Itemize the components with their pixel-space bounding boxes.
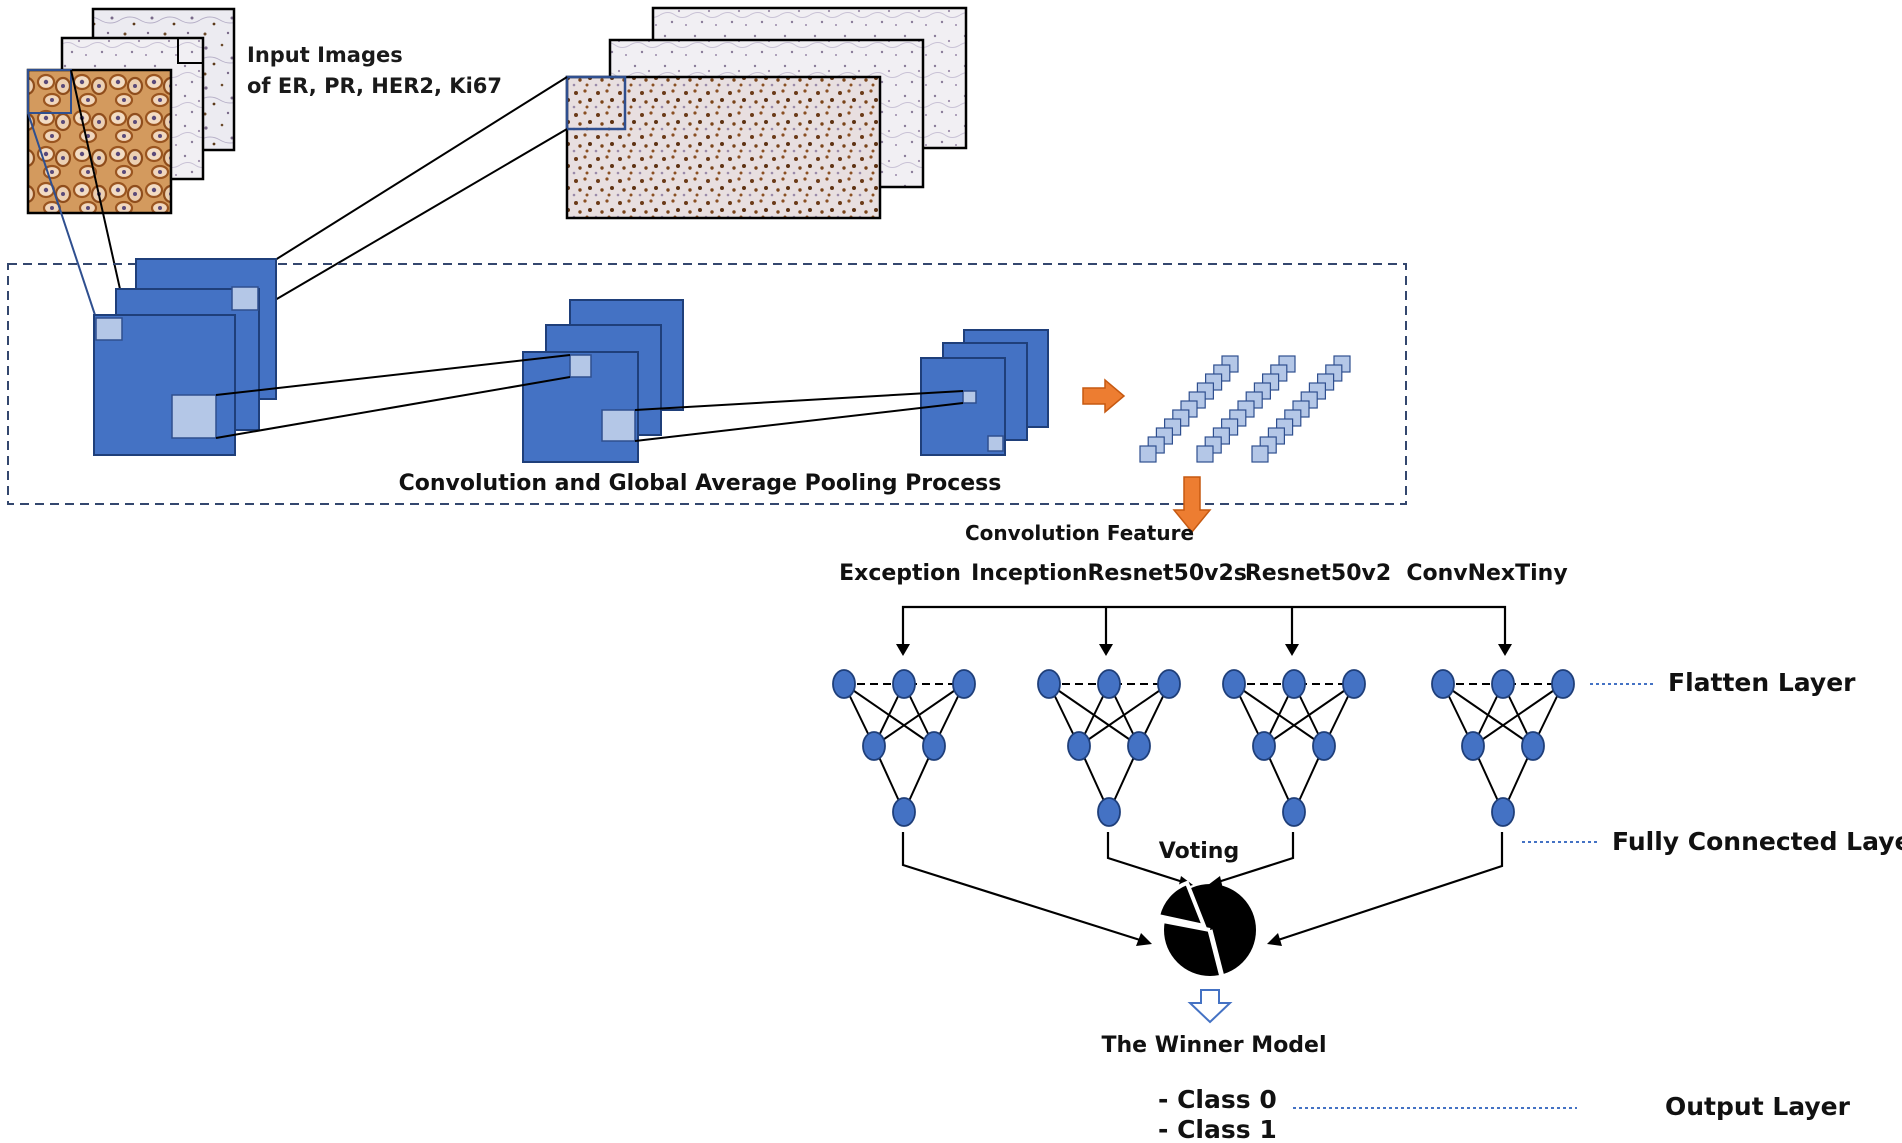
input-images-title: Input Images xyxy=(247,43,403,67)
network-node xyxy=(1067,731,1091,761)
vote-arrow xyxy=(1277,832,1504,942)
connector-line xyxy=(231,76,568,288)
output-layer-label: Output Layer xyxy=(1665,1092,1851,1121)
kernel-patch xyxy=(601,409,636,442)
network-node xyxy=(1157,669,1181,699)
network-edge xyxy=(1472,683,1564,747)
neural-network xyxy=(832,669,976,827)
process-box xyxy=(7,263,1407,505)
connector-line xyxy=(215,354,571,396)
winner-down-arrow xyxy=(1187,989,1233,1024)
kernel-patch xyxy=(987,435,1004,452)
feature-vectors xyxy=(1139,355,1351,463)
orange-arrow-down xyxy=(1172,476,1212,534)
class-1-label: - Class 1 xyxy=(1158,1115,1277,1143)
network-node xyxy=(832,669,856,699)
network-node xyxy=(1491,797,1515,827)
input-images-subtitle: of ER, PR, HER2, Ki67 xyxy=(247,74,502,98)
conv-block-2 xyxy=(522,299,684,463)
kernel-patch xyxy=(962,390,977,404)
neural-networks xyxy=(832,669,1575,827)
network-node xyxy=(1551,669,1575,699)
fully-connected-layer-label: Fully Connected Layer xyxy=(1612,827,1902,856)
input-patch-small xyxy=(27,69,72,114)
arrowhead xyxy=(896,644,910,656)
network-node xyxy=(1461,731,1485,761)
vote-arrow xyxy=(1106,832,1184,884)
network-node xyxy=(1037,669,1061,699)
connector-line xyxy=(215,376,571,439)
neural-network xyxy=(1222,669,1366,827)
network-node xyxy=(892,669,916,699)
kernel-patch xyxy=(95,317,123,341)
class-0-label: - Class 0 xyxy=(1158,1085,1277,1114)
voting-label: Voting xyxy=(1159,839,1239,864)
model-bracket xyxy=(901,605,1507,650)
model-name: Exception xyxy=(839,561,961,586)
network-node xyxy=(1252,731,1276,761)
network-node xyxy=(862,731,886,761)
pie-chart-icon xyxy=(1155,880,1256,978)
connector-line xyxy=(634,402,964,442)
arrowhead xyxy=(1099,644,1113,656)
input-image-her2 xyxy=(26,68,173,215)
network-node xyxy=(892,797,916,827)
network-node xyxy=(1097,797,1121,827)
zoomed-image-stack xyxy=(565,6,968,220)
network-node xyxy=(1342,669,1366,699)
connector-line xyxy=(27,112,97,319)
vote-arrow xyxy=(1217,832,1295,884)
process-label: Convolution and Global Average Pooling P… xyxy=(399,471,1002,496)
network-edge xyxy=(1263,683,1355,747)
network-node xyxy=(952,669,976,699)
orange-arrow-right xyxy=(1082,378,1126,414)
connector-line xyxy=(257,128,568,311)
network-node xyxy=(1097,669,1121,699)
conv-block-3 xyxy=(920,329,1049,456)
network-node xyxy=(922,731,946,761)
network-node xyxy=(1282,797,1306,827)
kernel-patch xyxy=(171,394,217,439)
vote-arrow xyxy=(901,832,1141,942)
connector-line xyxy=(70,69,123,299)
model-name: Resnet50v2 xyxy=(1245,561,1391,586)
feature-vector-cell xyxy=(1251,445,1269,463)
model-name: ConvNexTiny xyxy=(1406,561,1567,586)
winner-model-label: The Winner Model xyxy=(1101,1033,1326,1058)
connector-line xyxy=(634,390,964,411)
kernel-patch xyxy=(231,286,259,311)
network-node xyxy=(1431,669,1455,699)
arrowhead xyxy=(1136,933,1152,946)
flatten-layer-label: Flatten Layer xyxy=(1668,668,1856,697)
network-node xyxy=(1491,669,1515,699)
neural-network xyxy=(1037,669,1181,827)
model-name: InceptionResnet50v2s xyxy=(971,561,1247,586)
conv-block-1 xyxy=(93,258,277,456)
input-patch-ki67 xyxy=(177,37,204,64)
arrowhead xyxy=(1285,644,1299,656)
network-edge xyxy=(873,683,965,747)
network-node xyxy=(1127,731,1151,761)
network-node xyxy=(1521,731,1545,761)
neural-network xyxy=(1431,669,1575,827)
input-image-stack xyxy=(26,7,236,215)
convolution-feature-label: Convolution Feature xyxy=(965,521,1194,545)
network-node xyxy=(1222,669,1246,699)
arrowhead xyxy=(1267,933,1282,946)
feature-vector-cell xyxy=(1139,445,1157,463)
arrowhead xyxy=(1498,644,1512,656)
network-node xyxy=(1282,669,1306,699)
zoom-patch-highlight xyxy=(565,75,627,131)
network-edge xyxy=(1078,683,1170,747)
network-node xyxy=(1312,731,1336,761)
kernel-patch xyxy=(569,354,592,378)
zoom-image-front xyxy=(565,75,882,220)
feature-vector-cell xyxy=(1196,445,1214,463)
